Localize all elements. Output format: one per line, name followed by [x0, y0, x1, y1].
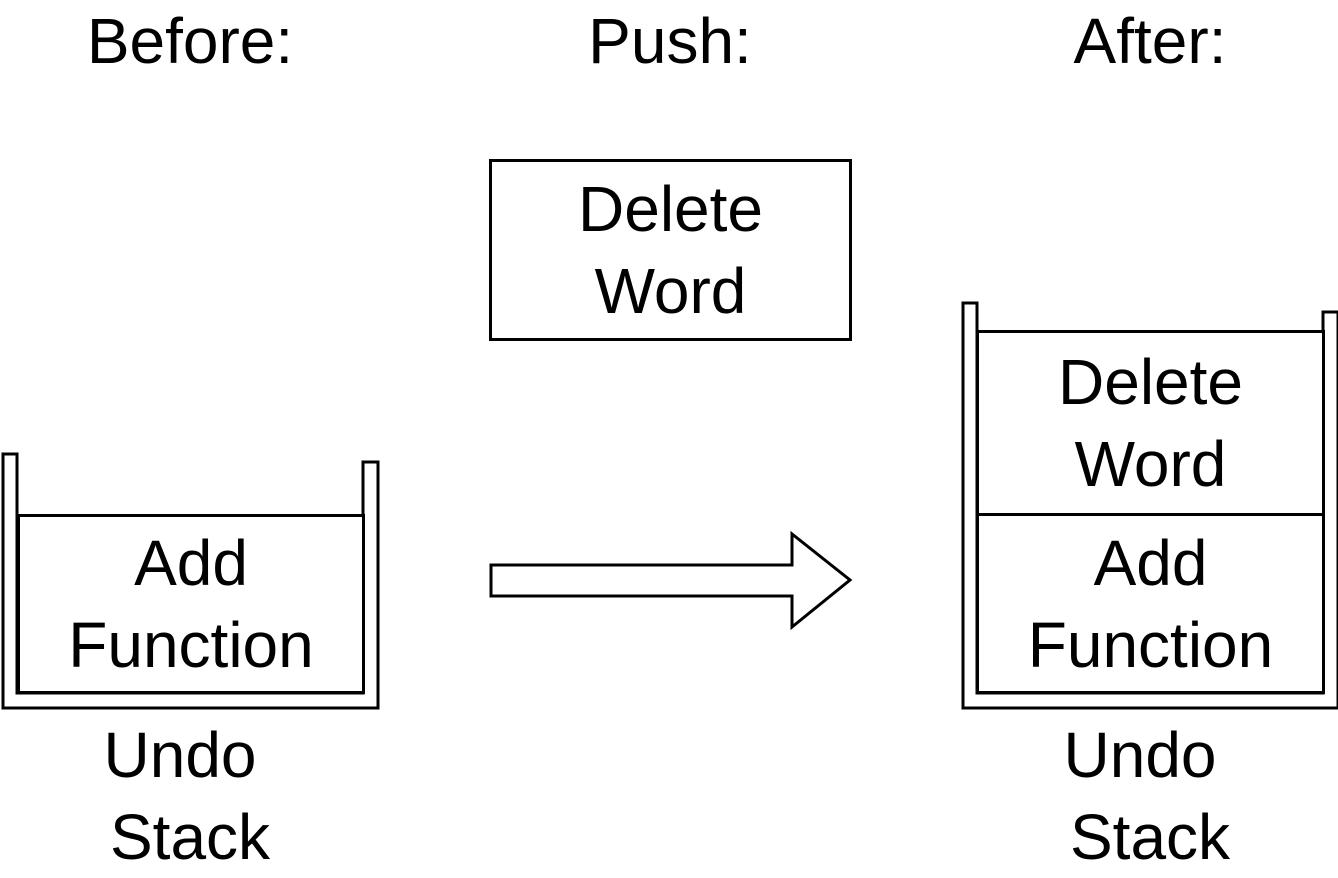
after-label-line2: Stack: [1069, 801, 1231, 873]
after-stack-item-delete-word: Delete Word: [976, 330, 1325, 516]
before-stack-item-add-function: Add Function: [17, 514, 365, 694]
push-arrow: [489, 530, 853, 631]
before-label-line1: Undo: [103, 719, 257, 791]
before-stack-label: Undo Stack: [30, 714, 350, 878]
after-bottom-item-line1: Add: [1093, 526, 1208, 599]
before-label-line2: Stack: [109, 801, 271, 873]
before-item-line1: Add: [134, 527, 248, 599]
before-heading: Before:: [86, 5, 294, 77]
after-label-line1: Undo: [1063, 719, 1217, 791]
after-stack-item-add-function: Add Function: [976, 513, 1325, 694]
after-bottom-item-line2: Function: [1027, 608, 1274, 681]
push-heading: Push:: [588, 5, 752, 77]
after-heading: After:: [1073, 5, 1227, 77]
after-top-item-line1: Delete: [1058, 346, 1243, 418]
before-item-line2: Function: [68, 609, 314, 681]
after-stack-label: Undo Stack: [990, 714, 1310, 878]
push-item-delete-word: Delete Word: [489, 159, 852, 341]
push-item-line1: Delete: [578, 173, 763, 245]
push-item-line2: Word: [594, 255, 747, 327]
after-top-item-line2: Word: [1074, 428, 1227, 500]
